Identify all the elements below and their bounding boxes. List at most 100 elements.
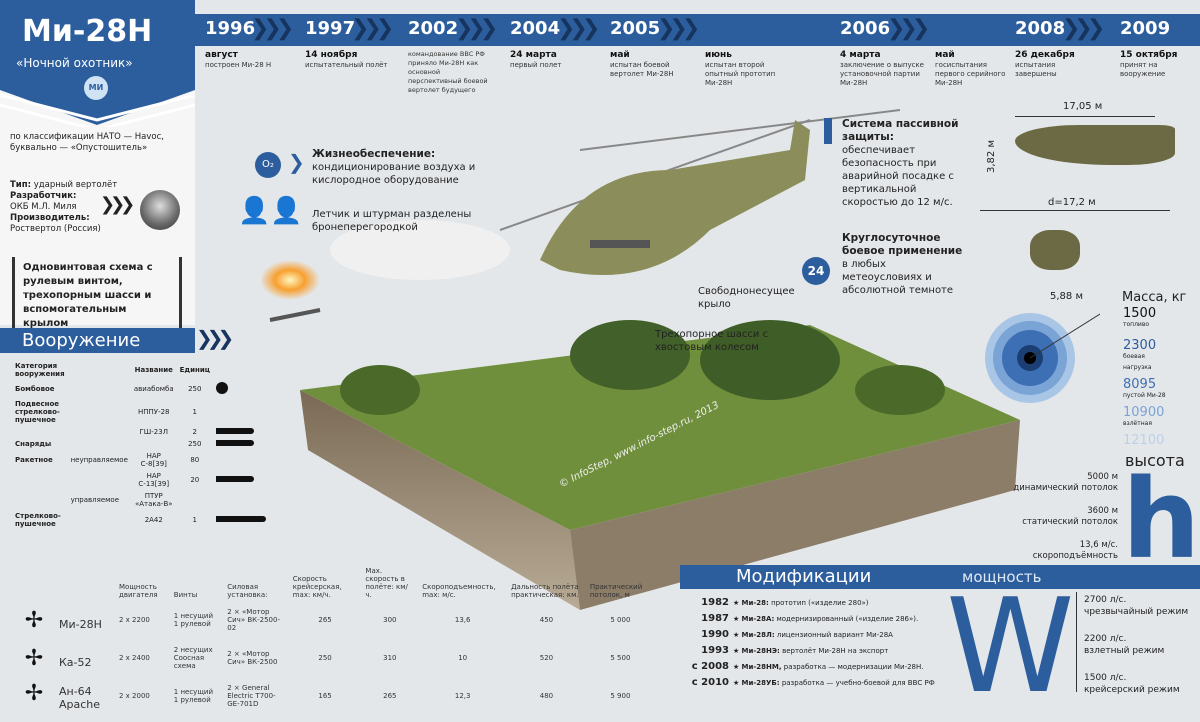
- comparison-cell: 2 × «Мотор Сич» ВК-2500-02: [227, 608, 280, 632]
- armament-sub: [68, 380, 131, 398]
- armament-cat: Снаряды: [15, 440, 52, 448]
- mass-title: Масса, кг: [1122, 290, 1187, 305]
- armament-row: НАР С-13[39] 20: [12, 470, 269, 490]
- armament-row: управляемое ПТУР «Атака-В»: [12, 490, 269, 510]
- cannon-icon: [215, 516, 266, 522]
- chevron-icon: ❯❯❯: [251, 16, 294, 41]
- armament-units: 20: [190, 476, 200, 484]
- altitude-letter: h: [1122, 455, 1200, 583]
- comparison-cell: 480: [539, 692, 554, 700]
- helicopter-name: Ка-52: [59, 656, 92, 669]
- armament-sub: [68, 510, 131, 530]
- gear-label: Трехопорное шасси с хвостовым колесом: [655, 329, 769, 353]
- nato-text: по классификации НАТО — Havoc, буквально…: [10, 132, 164, 153]
- mass-label: топливо: [1123, 321, 1150, 328]
- armament-name: НАР С-13[39]: [138, 472, 170, 488]
- rotor-arrow: [980, 210, 1170, 211]
- mass-label: взлётная: [1123, 420, 1152, 427]
- designer-portrait: [140, 190, 180, 230]
- helicopter-topview-icon: ✢: [24, 681, 44, 706]
- comparison-cell: 5 000: [610, 616, 631, 624]
- chevrons-icon: ❯❯❯: [100, 194, 135, 215]
- power-scale: [1076, 592, 1077, 692]
- year-2004: 2004: [510, 18, 561, 39]
- star-icon: ★: [733, 631, 740, 639]
- comparison-cell: 2 x 2200: [119, 616, 150, 624]
- terrain-side-left: [300, 390, 580, 610]
- type-label: Тип:: [10, 180, 32, 190]
- width-label: 5,88 м: [1050, 291, 1083, 302]
- info-list: Тип: ударный вертолёт Разработчик: ОКБ М…: [10, 180, 135, 235]
- leader-line: [1029, 313, 1100, 359]
- helicopter-front-view: [1030, 230, 1080, 270]
- tree: [855, 365, 945, 415]
- altitude-title: высота: [1125, 451, 1185, 470]
- armament-name: ПТУР «Атака-В»: [134, 492, 173, 508]
- muzzle-flash: [260, 260, 320, 300]
- year-2009: 2009: [1120, 18, 1171, 39]
- helicopter-name: Ан-64 Apache: [59, 685, 101, 711]
- projectile: [269, 308, 321, 322]
- comparison-cell: 520: [539, 654, 554, 662]
- mass-label: боевая нагрузка: [1123, 353, 1152, 371]
- comparison-cell: 310: [383, 654, 397, 662]
- crew-note: Летчик и штурман разделены бронеперегоро…: [312, 209, 472, 233]
- helicopter-wing: [590, 240, 650, 248]
- power-letter: W: [946, 570, 1075, 722]
- star-icon: ★: [733, 599, 740, 607]
- year-2006: 2006: [840, 18, 891, 39]
- protection-note: Система пассивной защиты:обеспечивает бе…: [842, 118, 959, 208]
- crew-icon: 👤: [238, 196, 271, 226]
- year-2002: 2002: [408, 18, 459, 39]
- chevron-icon: ❯❯❯: [351, 16, 394, 41]
- armament-sub: [68, 398, 131, 426]
- page-subtitle: «Ночной охотник»: [16, 56, 133, 70]
- star-icon: ★: [733, 647, 740, 655]
- smoke: [330, 220, 510, 280]
- mod-name: Ми-28НЭ:: [741, 647, 780, 655]
- comparison-cell: 5 500: [610, 654, 631, 662]
- mod-year: 1993: [701, 645, 729, 656]
- mod-name: Ми-28НМ,: [741, 663, 782, 671]
- mass-value: 10900: [1123, 405, 1165, 420]
- armament-cat: [12, 470, 68, 490]
- height-label: 3,82 м: [986, 140, 997, 173]
- armament-sub: управляемое: [70, 496, 120, 504]
- helicopter-terrain-illustration: [260, 109, 1020, 610]
- comparison-cell: 2 × «Мотор Сич» ВК-2500: [227, 650, 278, 666]
- life-support-note: Жизнеобеспечение:кондиционирование возду…: [312, 148, 476, 186]
- modification-item: с 2010★ Ми-28УБ: разработка — учебно-бое…: [685, 675, 935, 691]
- star-icon: ★: [733, 615, 740, 623]
- mass-value: 1500: [1123, 306, 1157, 321]
- mod-text: вертолёт Ми-28Н на экспорт: [782, 647, 889, 655]
- armament-cat: Подвесное стрелково-пушечное: [15, 400, 60, 424]
- comparison-cell: 10: [458, 654, 468, 662]
- modification-item: 1982★ Ми-28: прототип («изделие 280»): [685, 595, 935, 611]
- modifications-list: 1982★ Ми-28: прототип («изделие 280»)198…: [685, 595, 935, 691]
- mod-text: разработка — учебно-боевой для ВВС РФ: [781, 679, 935, 687]
- arrow-down-icon: [824, 118, 832, 144]
- tree: [700, 320, 840, 400]
- shell-icon: [215, 440, 254, 446]
- armament-sub: [68, 438, 131, 450]
- mod-year: с 2008: [691, 661, 729, 672]
- modifications-title: Модификации: [736, 566, 872, 587]
- comparison-cell: 300: [383, 616, 397, 624]
- timeline-event: командование ВВС РФ приняло Ми-28Н как о…: [408, 50, 488, 94]
- dev-value: ОКБ М.Л. Миля: [10, 202, 77, 212]
- mod-year: с 2010: [691, 677, 729, 688]
- comparison-cell: 2 x 2400: [119, 654, 150, 662]
- armament-cat: Бомбовое: [15, 385, 55, 393]
